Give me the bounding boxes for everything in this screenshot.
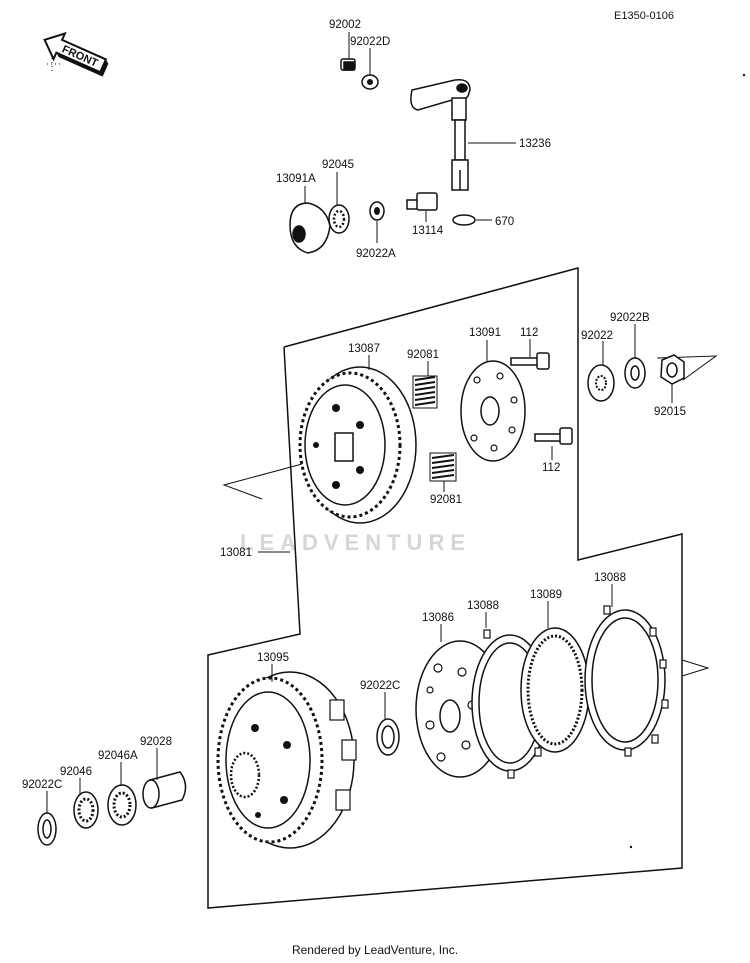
part-labels: 92002 92022D 13236 92045 13091A 670 1311… [22, 19, 686, 791]
front-arrow-icon: FRONT [43, 31, 109, 77]
part-label: 13081 [220, 547, 252, 559]
watermark: LEADVENTURE [240, 530, 471, 555]
cover-13091A [289, 202, 331, 254]
part-label: 13236 [519, 138, 551, 150]
part-label: 112 [520, 327, 538, 339]
sleeve-92028 [142, 771, 187, 809]
part-label: 92002 [329, 19, 361, 31]
assembly-outline [207, 267, 683, 909]
part-label: 92081 [430, 494, 462, 506]
part-label: 13089 [530, 589, 562, 601]
clutch-housing-13095 [216, 671, 357, 849]
washer-92022A [369, 201, 385, 221]
part-label: 92022B [610, 312, 650, 324]
part-label: 13088 [467, 600, 499, 612]
pin-13114 [406, 192, 438, 211]
part-label: 92046 [60, 766, 92, 778]
needle-bearing-92046 [73, 791, 99, 829]
footer-credit: Rendered by LeadVenture, Inc. [291, 943, 459, 957]
part-label: 13086 [422, 612, 454, 624]
lock-washer-92022 [587, 364, 615, 402]
oring-670 [452, 214, 476, 226]
bearing-92045 [328, 204, 350, 234]
figure-code: E1350-0106 [614, 10, 674, 22]
part-label: 92015 [654, 406, 686, 418]
washer-92022D [361, 74, 379, 90]
washer-92022C-left [37, 812, 57, 846]
part-label: 92045 [322, 159, 354, 171]
bolt-92002 [340, 58, 356, 71]
part-label: 670 [495, 216, 514, 228]
washer-92022C [376, 718, 400, 756]
washer-92022B [624, 357, 646, 389]
needle-bearing-92046A [107, 784, 137, 826]
part-label: 92022D [350, 36, 390, 48]
part-label: 13095 [257, 652, 289, 664]
part-label: 92081 [407, 349, 439, 361]
part-label: 13114 [412, 225, 444, 237]
steel-plate-13089 [520, 627, 590, 753]
part-label: 13091 [469, 327, 501, 339]
nut-92015 [660, 354, 685, 385]
bolt-112-upper [510, 352, 550, 370]
part-label: 92046A [98, 750, 138, 762]
part-label: 92022C [22, 779, 62, 791]
part-label: 13091A [276, 173, 316, 185]
spring-92081-upper [412, 375, 438, 409]
part-label: 13087 [348, 343, 380, 355]
part-label: 92022 [581, 330, 613, 342]
clutch-hub-13087 [298, 366, 417, 524]
pressure-plate-13091 [460, 360, 526, 462]
bolt-112-lower [534, 427, 573, 445]
part-label: 92022A [356, 248, 396, 260]
release-shaft-13236 [410, 78, 471, 191]
part-label: 92022C [360, 680, 400, 692]
part-label: 92028 [140, 736, 172, 748]
part-label: 13088 [594, 572, 626, 584]
part-label: 112 [542, 462, 560, 474]
stray-marks [629, 73, 746, 849]
spring-92081-lower [429, 452, 457, 482]
friction-plate-13088-b [584, 605, 669, 757]
